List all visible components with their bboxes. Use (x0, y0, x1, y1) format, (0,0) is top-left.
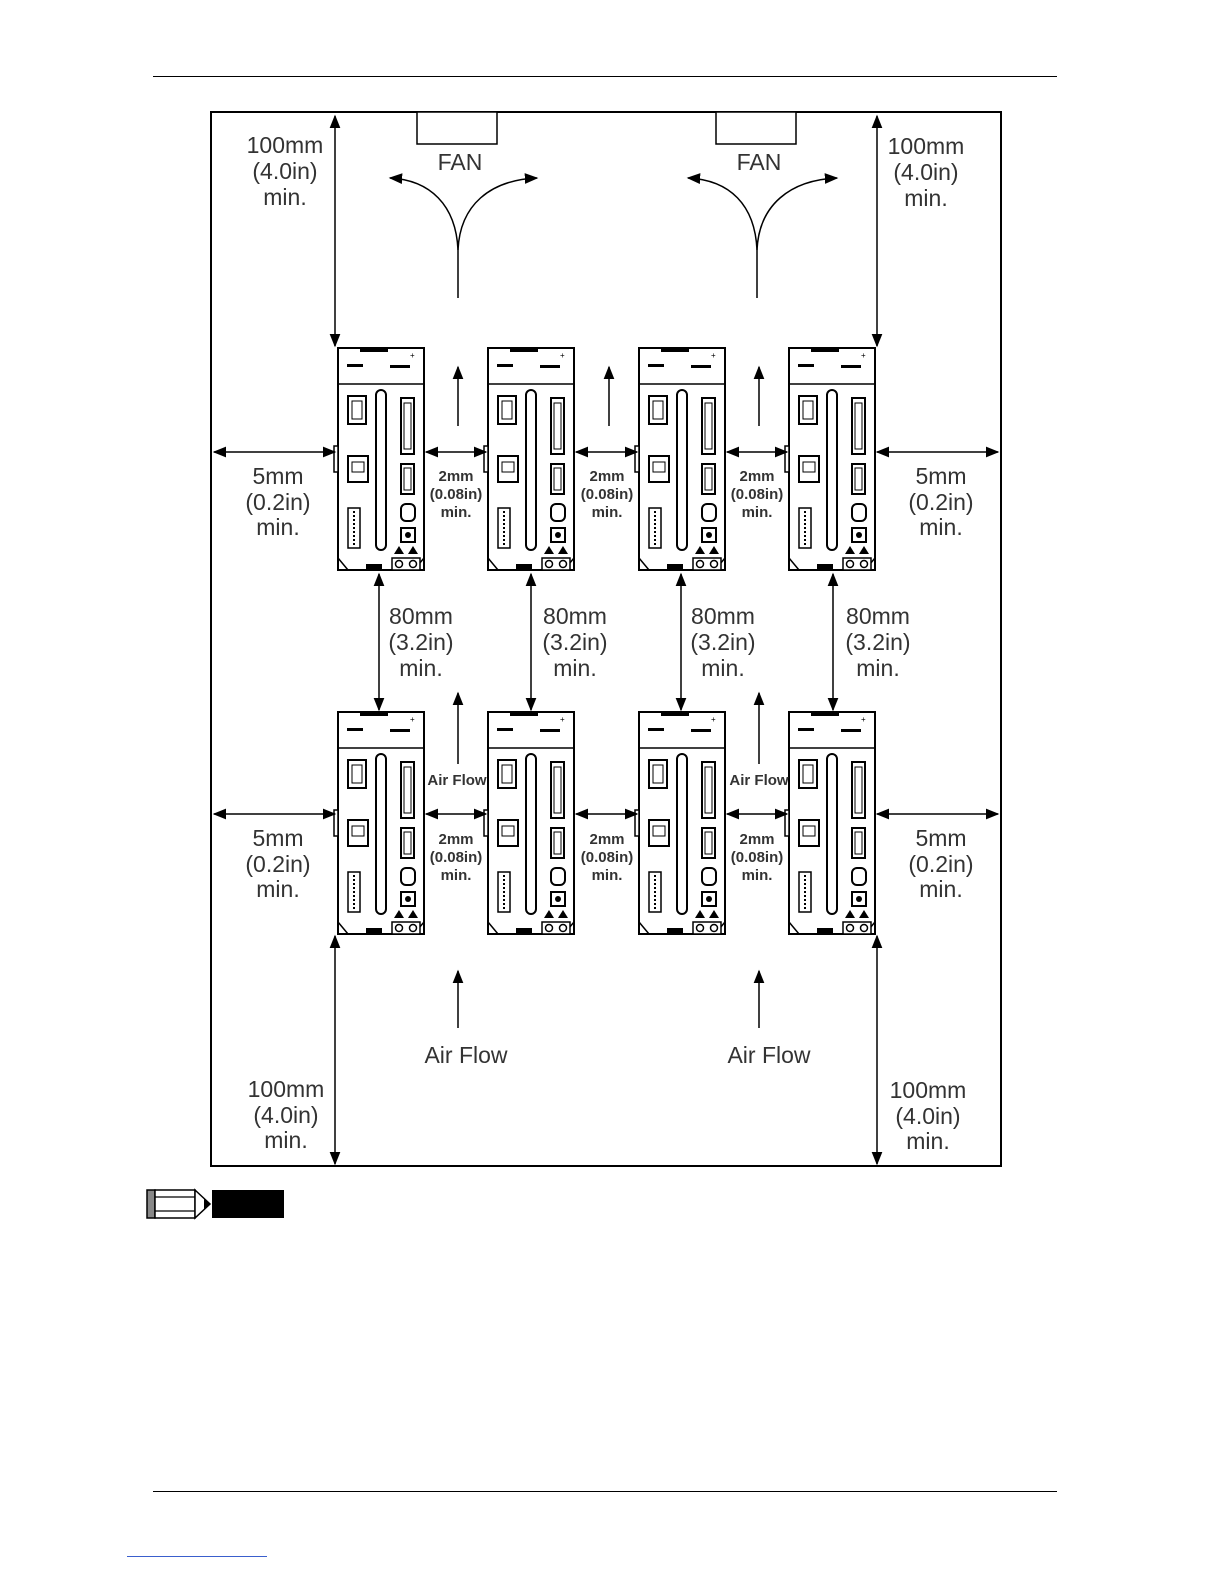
svg-text:(3.2in): (3.2in) (542, 629, 607, 655)
svg-text:2mm: 2mm (589, 468, 624, 485)
svg-text:80mm: 80mm (543, 603, 607, 629)
servo-drive-bottom-1 (333, 711, 425, 935)
fan-box-right (715, 111, 797, 145)
svg-text:80mm: 80mm (846, 603, 910, 629)
svg-text:2mm: 2mm (589, 831, 624, 848)
label-gap-top-1: 2mm (0.08in) min. (430, 468, 483, 521)
fan-box-left (416, 111, 498, 145)
svg-text:(0.08in): (0.08in) (430, 486, 483, 503)
pencil-note-icon (146, 1188, 212, 1220)
label-bottom-left: 100mm (4.0in) min. (248, 1076, 325, 1153)
svg-text:2mm: 2mm (739, 831, 774, 848)
svg-text:5mm: 5mm (915, 825, 966, 851)
footer-link-underline[interactable] (127, 1556, 267, 1557)
label-gap-top-3: 2mm (0.08in) min. (731, 468, 784, 521)
svg-text:min.: min. (856, 655, 899, 681)
svg-text:(3.2in): (3.2in) (388, 629, 453, 655)
air-flow-label-mid-2: Air Flow (729, 772, 788, 789)
label-vertical-1: 80mm (3.2in) min. (388, 603, 453, 681)
svg-text:80mm: 80mm (691, 603, 755, 629)
svg-text:2mm: 2mm (438, 831, 473, 848)
svg-text:2mm: 2mm (739, 468, 774, 485)
servo-drive-top-1 (333, 347, 425, 571)
svg-text:min.: min. (264, 1127, 307, 1153)
air-flow-label-bottom-1: Air Flow (424, 1042, 507, 1068)
svg-text:(3.2in): (3.2in) (690, 629, 755, 655)
fan-airflow-left (388, 173, 539, 298)
air-flow-label-mid-1: Air Flow (427, 772, 486, 789)
svg-text:min.: min. (919, 514, 962, 540)
servo-drive-top-3 (634, 347, 726, 571)
svg-text:(4.0in): (4.0in) (895, 1103, 960, 1129)
svg-text:min.: min. (263, 184, 306, 210)
label-gap-bottom-2: 2mm (0.08in) min. (581, 831, 634, 884)
svg-text:min.: min. (441, 504, 472, 521)
fan-label-right: FAN (737, 149, 782, 175)
label-side-right-top: 5mm (0.2in) min. (908, 463, 973, 540)
svg-text:(4.0in): (4.0in) (252, 158, 317, 184)
label-top-right: 100mm (4.0in) min. (888, 133, 965, 211)
label-side-right-bottom: 5mm (0.2in) min. (908, 825, 973, 902)
svg-text:min.: min. (256, 514, 299, 540)
svg-text:min.: min. (906, 1128, 949, 1154)
svg-text:(0.08in): (0.08in) (581, 849, 634, 866)
svg-text:(4.0in): (4.0in) (893, 159, 958, 185)
label-bottom-right: 100mm (4.0in) min. (890, 1077, 967, 1154)
air-flow-label-bottom-2: Air Flow (727, 1042, 810, 1068)
svg-text:min.: min. (742, 504, 773, 521)
svg-text:(0.08in): (0.08in) (731, 486, 784, 503)
svg-text:min.: min. (592, 867, 623, 884)
label-vertical-4: 80mm (3.2in) min. (845, 603, 910, 681)
svg-text:(0.08in): (0.08in) (430, 849, 483, 866)
label-side-left-bottom: 5mm (0.2in) min. (245, 825, 310, 902)
svg-text:min.: min. (742, 867, 773, 884)
svg-text:(0.2in): (0.2in) (245, 851, 310, 877)
svg-text:(0.08in): (0.08in) (731, 849, 784, 866)
svg-text:100mm: 100mm (890, 1077, 967, 1103)
svg-text:min.: min. (701, 655, 744, 681)
servo-drive-bottom-3 (634, 711, 726, 935)
svg-text:(0.2in): (0.2in) (908, 489, 973, 515)
svg-text:2mm: 2mm (438, 468, 473, 485)
svg-text:(4.0in): (4.0in) (253, 1102, 318, 1128)
label-top-left: 100mm (4.0in) min. (247, 132, 324, 210)
cabinet-outline (210, 111, 1002, 1167)
svg-text:min.: min. (553, 655, 596, 681)
svg-text:(3.2in): (3.2in) (845, 629, 910, 655)
fan-label-left: FAN (438, 149, 483, 175)
svg-text:(0.2in): (0.2in) (245, 489, 310, 515)
label-gap-bottom-3: 2mm (0.08in) min. (731, 831, 784, 884)
label-side-left-top: 5mm (0.2in) min. (245, 463, 310, 540)
svg-text:5mm: 5mm (915, 463, 966, 489)
svg-text:100mm: 100mm (247, 132, 324, 158)
label-vertical-3: 80mm (3.2in) min. (690, 603, 755, 681)
header-rule (153, 76, 1057, 77)
servo-drive-top-2 (483, 347, 575, 571)
svg-text:5mm: 5mm (252, 463, 303, 489)
fan-airflow-right (686, 173, 839, 298)
servo-drive-bottom-2 (483, 711, 575, 935)
svg-text:min.: min. (919, 876, 962, 902)
svg-text:100mm: 100mm (248, 1076, 325, 1102)
svg-text:80mm: 80mm (389, 603, 453, 629)
svg-text:5mm: 5mm (252, 825, 303, 851)
svg-text:min.: min. (904, 185, 947, 211)
servo-drive-top-4 (784, 347, 876, 571)
footer-rule (153, 1491, 1057, 1492)
svg-text:min.: min. (399, 655, 442, 681)
svg-text:min.: min. (592, 504, 623, 521)
servo-drive-bottom-4 (784, 711, 876, 935)
svg-text:min.: min. (256, 876, 299, 902)
label-vertical-2: 80mm (3.2in) min. (542, 603, 607, 681)
svg-text:(0.2in): (0.2in) (908, 851, 973, 877)
label-gap-top-2: 2mm (0.08in) min. (581, 468, 634, 521)
note-tab (212, 1190, 284, 1218)
label-gap-bottom-1: 2mm (0.08in) min. (430, 831, 483, 884)
svg-text:min.: min. (441, 867, 472, 884)
svg-text:(0.08in): (0.08in) (581, 486, 634, 503)
svg-text:100mm: 100mm (888, 133, 965, 159)
